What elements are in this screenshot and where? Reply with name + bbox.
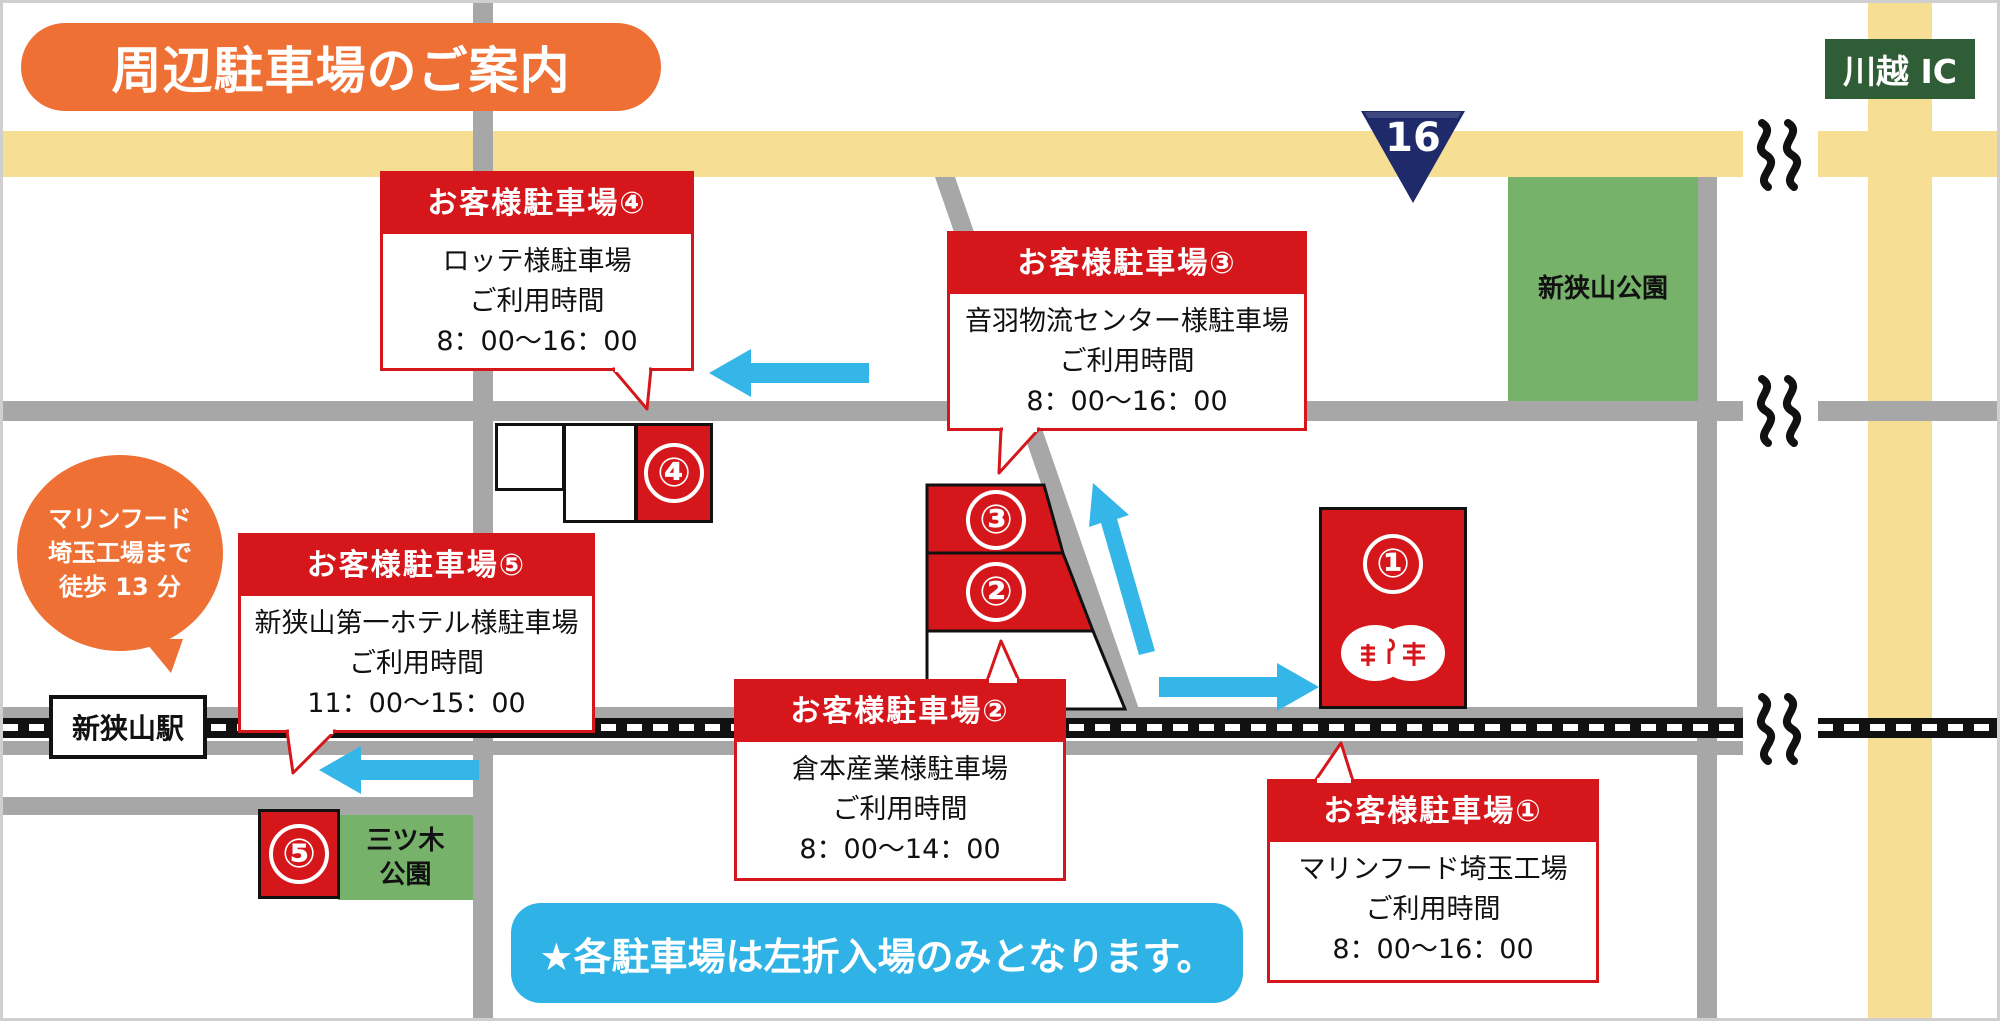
walk-bubble-tail [143, 639, 183, 673]
left-turn-notice-text: ★各駐車場は左折入場のみとなります。 [539, 934, 1215, 979]
interchange-text: 川越 IC [1843, 52, 1957, 91]
callout-4-hours: 8：00～16：00 [436, 326, 638, 357]
horizontal-road-south [3, 797, 483, 815]
callout-2-label: ご利用時間 [832, 794, 968, 825]
callout-1-hours: 8：00～16：00 [1332, 934, 1534, 965]
route-shield-number: 16 [1385, 115, 1441, 161]
shinsayama-park: 新狭山公園 [1508, 177, 1698, 401]
lot-number-4: ④ [644, 443, 704, 503]
road-break-symbol-top [1756, 119, 1802, 191]
direction-arrow-left-bottom [319, 746, 479, 794]
parking-lot-3: ③ [963, 490, 1029, 550]
callout-3-label: ご利用時間 [1059, 346, 1195, 377]
page-title-text: 周辺駐車場のご案内 [111, 42, 571, 100]
station-label: 新狭山駅 [49, 695, 207, 759]
callout-5-name: 新狭山第一ホテル様駐車場 [254, 608, 579, 639]
mitsugi-park: 三ツ木 公園 [338, 815, 473, 900]
mitsugi-park-label-2: 公園 [379, 859, 432, 890]
interchange-label: 川越 IC [1825, 39, 1975, 99]
building-lot [495, 423, 565, 491]
lot-number-3: ③ [966, 490, 1026, 550]
walk-time-bubble: マリンフード 埼玉工場まで 徒歩 13 分 [17, 455, 223, 651]
callout-4-name: ロッテ様駐車場 [442, 246, 632, 277]
road-break-symbol-rail [1756, 693, 1802, 765]
callout-4-header: お客様駐車場④ [383, 174, 691, 234]
north-south-highway [1868, 3, 1932, 1018]
parking-callout-5: お客様駐車場⑤ 新狭山第一ホテル様駐車場 ご利用時間 11：00～15：00 [238, 533, 595, 733]
parking-callout-2: お客様駐車場② 倉本産業様駐車場 ご利用時間 8：00～14：00 [734, 679, 1066, 881]
parking-callout-1: お客様駐車場① マリンフード埼玉工場 ご利用時間 8：00～16：00 [1267, 779, 1599, 983]
railway-dashes-east [1818, 724, 1997, 731]
callout-5-hours: 11：00～15：00 [307, 688, 526, 719]
callout-1-body: マリンフード埼玉工場 ご利用時間 8：00～16：00 [1270, 842, 1596, 970]
callout-5-pointer [285, 729, 337, 775]
parking-lot-2: ② [963, 562, 1029, 622]
mitsugi-park-label-1: 三ツ木 [366, 825, 445, 856]
marine-food-logo-icon [1341, 625, 1445, 681]
parking-lot-4: ④ [635, 423, 713, 523]
callout-3-hours: 8：00～16：00 [1026, 386, 1228, 417]
parking-lot-5: ⑤ [258, 809, 340, 899]
route-shield-icon [1361, 111, 1465, 203]
callout-2-name: 倉本産業様駐車場 [792, 754, 1008, 785]
callout-3-header: お客様駐車場③ [950, 234, 1304, 294]
direction-arrow-left-top [709, 349, 869, 397]
callout-2-pointer [985, 639, 1021, 683]
callout-5-label: ご利用時間 [349, 648, 484, 679]
horizontal-road-middle [3, 401, 1743, 421]
callout-2-hours: 8：00～14：00 [799, 834, 1001, 865]
page-title: 周辺駐車場のご案内 [21, 23, 661, 111]
walk-bubble-line-1: マリンフード [48, 505, 192, 533]
callout-3-body: 音羽物流センター様駐車場 ご利用時間 8：00～16：00 [950, 294, 1304, 422]
walk-bubble-line-2: 埼玉工場まで [48, 539, 192, 567]
station-text: 新狭山駅 [71, 712, 184, 745]
vertical-road-east [1697, 177, 1717, 1018]
parking-lot-1: ① [1319, 507, 1467, 709]
lot-number-1: ① [1363, 534, 1423, 594]
callout-4-label: ご利用時間 [469, 286, 605, 317]
shinsayama-park-label: 新狭山公園 [1537, 274, 1668, 304]
callout-5-body: 新狭山第一ホテル様駐車場 ご利用時間 11：00～15：00 [241, 596, 592, 724]
left-turn-notice: ★各駐車場は左折入場のみとなります。 [511, 903, 1243, 1003]
callout-4-pointer [611, 367, 653, 411]
callout-3-name: 音羽物流センター様駐車場 [965, 306, 1289, 337]
route-16-road [3, 131, 1743, 177]
callout-1-label: ご利用時間 [1365, 894, 1501, 925]
horizontal-road-middle-east [1818, 401, 1997, 421]
callout-1-name: マリンフード埼玉工場 [1298, 854, 1568, 885]
railway-line-east [1818, 718, 1997, 738]
callout-2-body: 倉本産業様駐車場 ご利用時間 8：00～14：00 [737, 742, 1063, 870]
callout-5-header: お客様駐車場⑤ [241, 536, 592, 596]
callout-1-header: お客様駐車場① [1270, 782, 1596, 842]
parking-callout-4: お客様駐車場④ ロッテ様駐車場 ご利用時間 8：00～16：00 [380, 171, 694, 371]
road-break-symbol-middle [1756, 375, 1802, 447]
callout-4-body: ロッテ様駐車場 ご利用時間 8：00～16：00 [383, 234, 691, 362]
direction-arrow-right [1159, 663, 1319, 711]
callout-1-pointer [1313, 741, 1355, 783]
walk-bubble-line-3: 徒歩 13 分 [58, 573, 182, 601]
callout-3-pointer [997, 427, 1041, 475]
lot-number-2: ② [966, 562, 1026, 622]
parking-callout-3: お客様駐車場③ 音羽物流センター様駐車場 ご利用時間 8：00～16：00 [947, 231, 1307, 431]
lot-number-5: ⑤ [269, 824, 329, 884]
direction-arrow-up-diagonal [1089, 483, 1155, 655]
callout-2-header: お客様駐車場② [737, 682, 1063, 742]
